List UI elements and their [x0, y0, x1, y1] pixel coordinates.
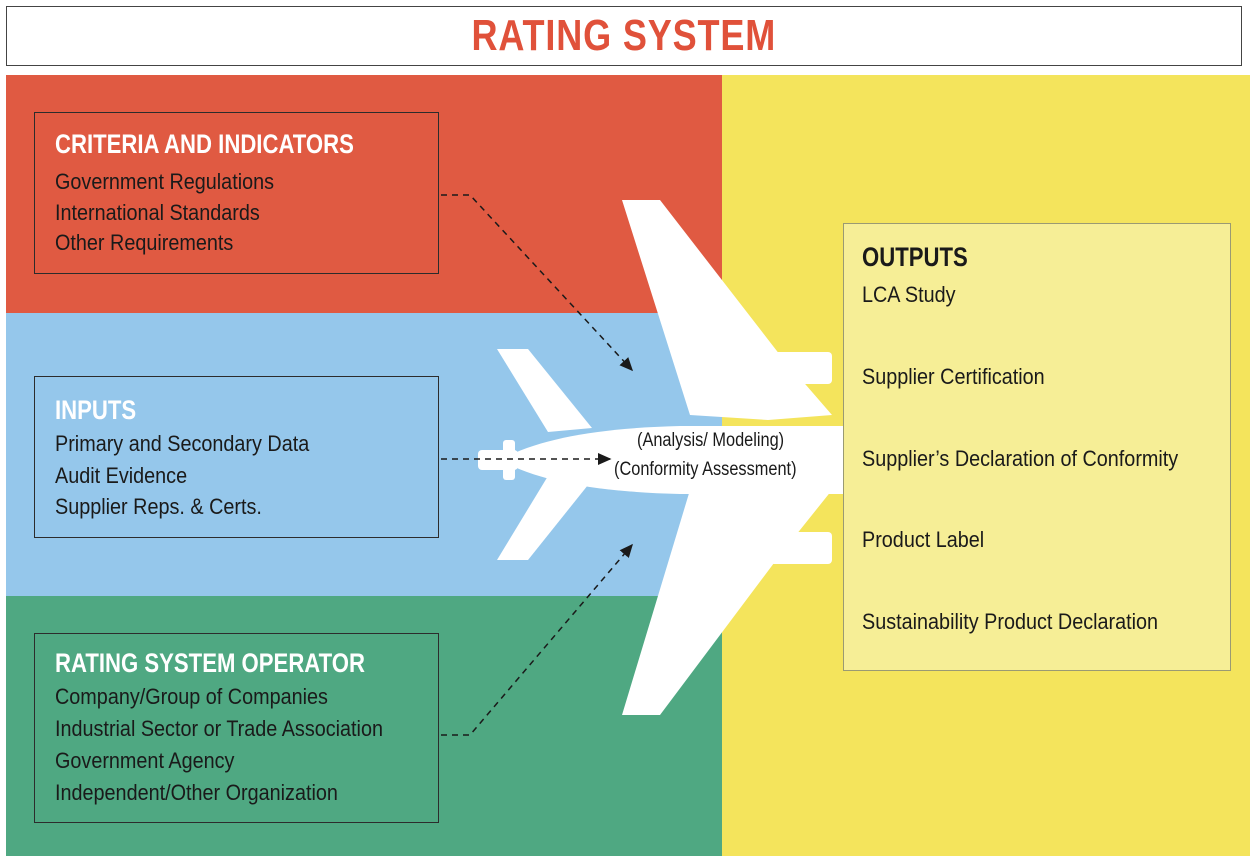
- inputs-heading: INPUTS: [55, 395, 137, 425]
- center-label-analysis: (Analysis/ Modeling): [637, 430, 785, 451]
- inputs-item: Supplier Reps. & Certs.: [55, 494, 262, 519]
- outputs-item: Product Label: [862, 527, 985, 552]
- center-label-conformity: (Conformity Assessment): [614, 459, 797, 480]
- inputs-box: INPUTS Primary and Secondary Data Audit …: [34, 376, 439, 538]
- lower-engine: [770, 532, 832, 564]
- operator-item: Company/Group of Companies: [55, 684, 328, 709]
- operator-item: Independent/Other Organization: [55, 780, 338, 805]
- operator-box: RATING SYSTEM OPERATOR Company/Group of …: [34, 633, 439, 823]
- inputs-item: Audit Evidence: [55, 463, 188, 488]
- title-bar: RATING SYSTEM: [6, 6, 1242, 66]
- outputs-box: OUTPUTS LCA Study Supplier Certification…: [843, 223, 1231, 671]
- criteria-item: International Standards: [55, 200, 260, 225]
- operator-heading: RATING SYSTEM OPERATOR: [55, 648, 365, 678]
- criteria-box: CRITERIA AND INDICATORS Government Regul…: [34, 112, 439, 274]
- criteria-heading: CRITERIA AND INDICATORS: [55, 129, 354, 159]
- outputs-heading: OUTPUTS: [862, 242, 968, 272]
- outputs-item: LCA Study: [862, 282, 956, 307]
- page-title: RATING SYSTEM: [471, 11, 777, 60]
- lower-tail-fin: [497, 476, 592, 560]
- inputs-item: Primary and Secondary Data: [55, 431, 310, 456]
- outputs-item: Sustainability Product Declaration: [862, 609, 1159, 634]
- criteria-item: Government Regulations: [55, 169, 275, 194]
- dashed-arrow: [441, 194, 634, 372]
- dashed-arrow: [441, 543, 633, 736]
- outputs-item: Supplier’s Declaration of Conformity: [862, 446, 1179, 471]
- operator-item: Government Agency: [55, 748, 235, 773]
- criteria-item: Other Requirements: [55, 230, 234, 255]
- operator-band: [6, 596, 722, 856]
- upper-engine: [770, 352, 832, 384]
- operator-item: Industrial Sector or Trade Association: [55, 716, 383, 741]
- outputs-item: Supplier Certification: [862, 364, 1045, 389]
- upper-tail-fin: [497, 349, 592, 432]
